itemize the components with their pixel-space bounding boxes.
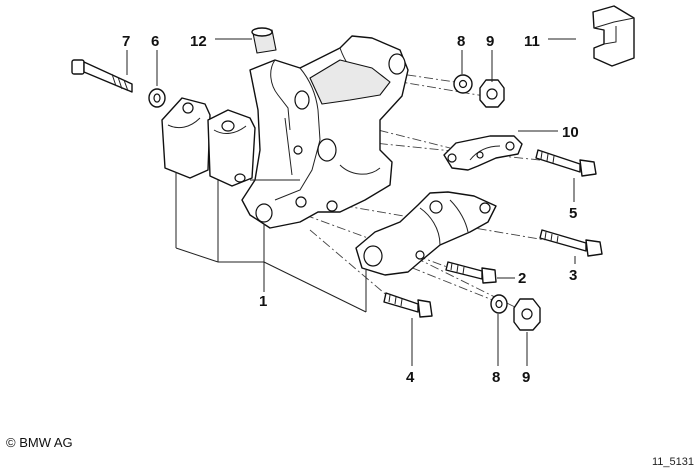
callout-8-bottom: 8 bbox=[492, 369, 500, 386]
part-6-washer bbox=[148, 88, 166, 108]
callout-7: 7 bbox=[122, 33, 130, 50]
callout-11: 11 bbox=[524, 33, 540, 50]
part-5-bolt bbox=[535, 149, 597, 177]
callout-10: 10 bbox=[562, 124, 579, 141]
part-2-bolt bbox=[445, 261, 497, 284]
leader-lines bbox=[126, 38, 576, 366]
callout-12: 12 bbox=[190, 33, 207, 50]
part-4-bolt bbox=[383, 292, 433, 318]
part-9-nut-top bbox=[479, 79, 505, 108]
part-9-nut-bottom bbox=[513, 298, 541, 331]
callout-4: 4 bbox=[406, 369, 415, 386]
part-3-bolt bbox=[539, 229, 603, 257]
callout-6: 6 bbox=[151, 33, 159, 50]
lower-arm-bracket bbox=[355, 191, 497, 276]
part-8-washer-top bbox=[453, 74, 473, 94]
part-7-bolt bbox=[71, 59, 133, 93]
callout-3: 3 bbox=[569, 267, 577, 284]
callout-9-bottom: 9 bbox=[522, 369, 530, 386]
callout-8-top: 8 bbox=[457, 33, 465, 50]
part-12-sleeve bbox=[251, 27, 277, 54]
callout-1: 1 bbox=[259, 293, 267, 310]
drawing-reference: 11_5131 bbox=[652, 456, 694, 468]
part-11-clip bbox=[592, 5, 635, 67]
part-8-washer-bottom bbox=[490, 294, 508, 314]
part-10-link bbox=[443, 135, 523, 171]
copyright-label: © BMW AG bbox=[6, 435, 73, 450]
callout-labels: 7 6 12 8 9 11 10 5 3 2 1 4 8 9 bbox=[122, 33, 579, 386]
clamp-halves bbox=[161, 97, 256, 187]
callout-9-top: 9 bbox=[486, 33, 494, 50]
callout-5: 5 bbox=[569, 205, 577, 222]
part-1-bracket bbox=[241, 35, 409, 229]
callout-2: 2 bbox=[518, 270, 526, 287]
